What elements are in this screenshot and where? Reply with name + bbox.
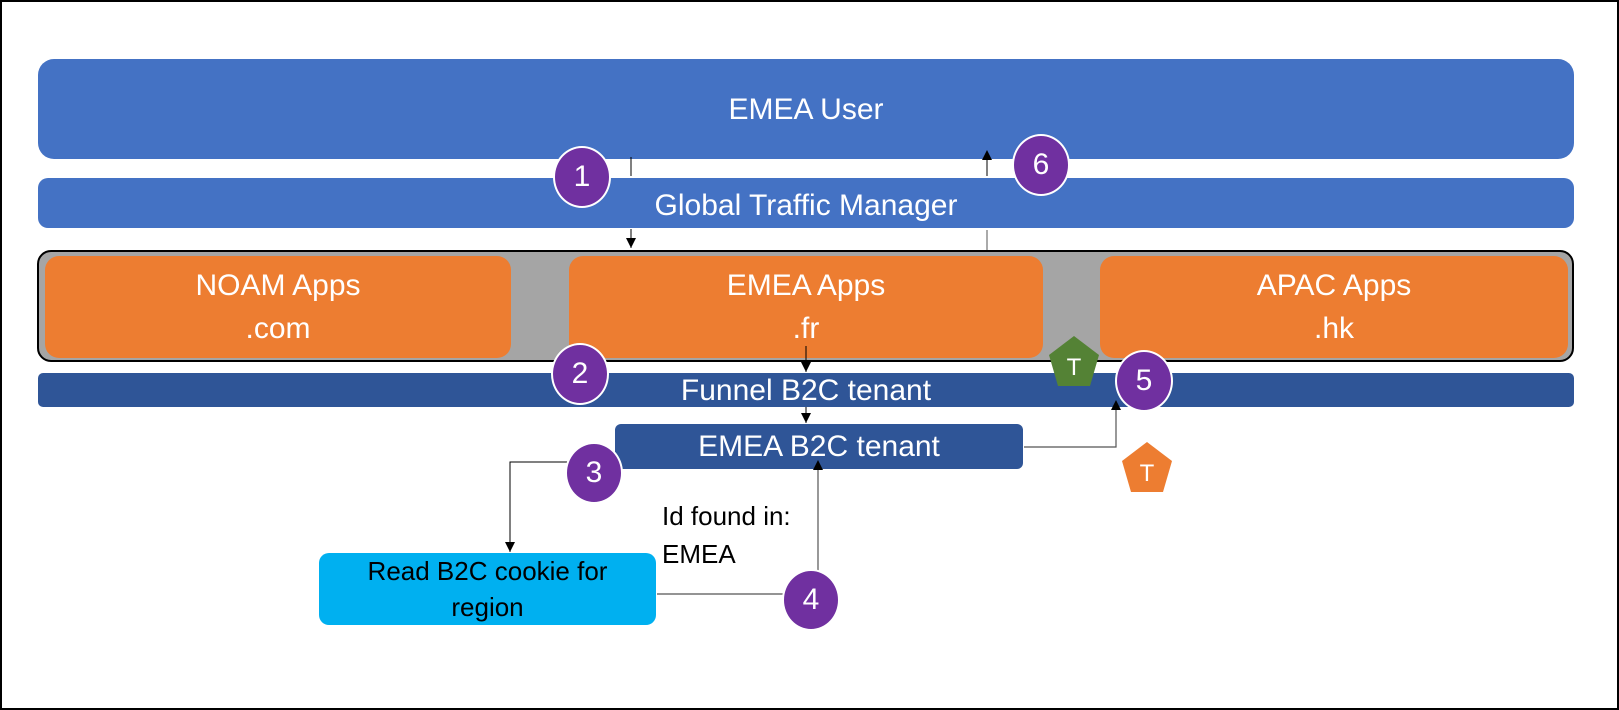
- id-found-note: Id found in: EMEA: [662, 497, 791, 573]
- step-badge-3: 3: [565, 442, 623, 504]
- funnel-b2c-tenant-box: Funnel B2C tenant: [38, 373, 1574, 407]
- emea-b2c-tenant-label: EMEA B2C tenant: [698, 430, 940, 463]
- step-badge-6: 6: [1012, 134, 1070, 196]
- funnel-b2c-tenant-label: Funnel B2C tenant: [680, 373, 932, 407]
- step-badge-4: 4: [782, 569, 840, 631]
- emea-b2c-tenant-box: EMEA B2C tenant: [615, 424, 1023, 469]
- read-cookie-box: Read B2C cookie for region: [319, 553, 656, 625]
- emea-user-label: EMEA User: [728, 92, 884, 126]
- app-domain: .hk: [1313, 312, 1355, 345]
- app-domain: .com: [245, 312, 311, 345]
- step-badge-1: 1: [553, 146, 611, 208]
- read-cookie-line2: region: [451, 592, 524, 622]
- app-name: APAC Apps: [1256, 268, 1412, 302]
- apac-apps-box: APAC Apps .hk: [1100, 256, 1568, 358]
- noam-apps-box: NOAM Apps .com: [45, 256, 511, 358]
- global-traffic-manager-box: Global Traffic Manager: [38, 178, 1574, 228]
- read-cookie-line1: Read B2C cookie for: [367, 555, 608, 586]
- app-name: EMEA Apps: [726, 268, 886, 302]
- step-badge-2: 2: [551, 343, 609, 405]
- id-found-line1: Id found in:: [662, 501, 791, 531]
- emea-user-box: EMEA User: [38, 59, 1574, 159]
- step-badge-5: 5: [1115, 350, 1173, 412]
- global-traffic-manager-label: Global Traffic Manager: [654, 188, 958, 222]
- emea-apps-box: EMEA Apps .fr: [569, 256, 1043, 358]
- id-found-line2: EMEA: [662, 539, 736, 569]
- app-name: NOAM Apps: [195, 268, 361, 302]
- app-domain: .fr: [792, 312, 820, 345]
